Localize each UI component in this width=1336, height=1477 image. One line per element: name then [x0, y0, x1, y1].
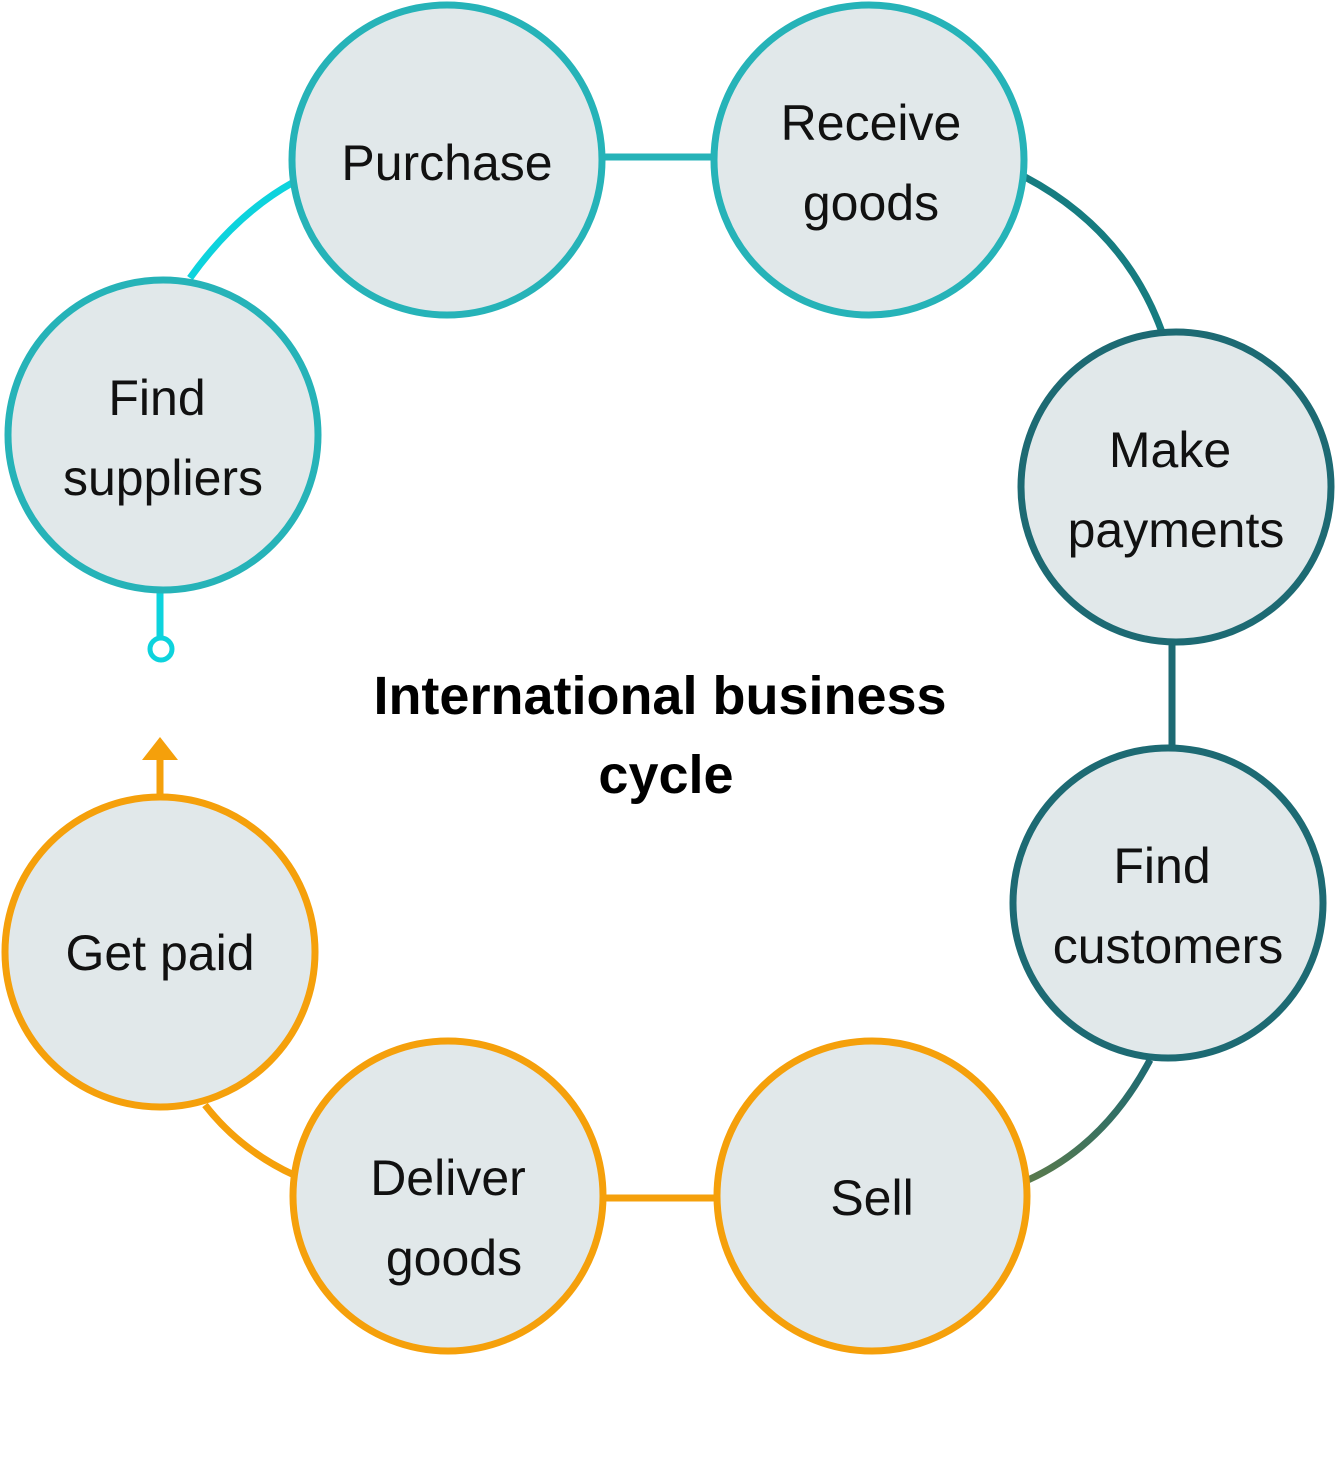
connectors [156, 153, 1176, 1202]
node-get-paid: Get paid [1, 793, 319, 1111]
node-deliver-goods: Deliver goods [289, 1037, 607, 1355]
connector-deliver-getpaid [202, 1102, 296, 1179]
node-label: goods [386, 1230, 522, 1286]
node-label: Find [108, 370, 205, 426]
node-label: suppliers [63, 450, 263, 506]
cycle-start-marker-icon [147, 635, 175, 663]
connector-receive-payments [1023, 173, 1166, 334]
node-label: Receive [781, 95, 962, 151]
node-label: goods [803, 175, 939, 231]
node-label: Make [1109, 422, 1231, 478]
arrowhead-icon [142, 737, 178, 760]
node-make-payments: Make payments [1017, 328, 1335, 646]
diagram-title-line1: International business [373, 666, 946, 726]
node-label: Find [1113, 838, 1210, 894]
node-receive-goods: Receive goods [710, 1, 1028, 319]
node-label: payments [1068, 502, 1285, 558]
node-label: Deliver [370, 1150, 526, 1206]
node-label: Purchase [341, 135, 552, 191]
node-purchase: Purchase [288, 1, 606, 319]
node-label: customers [1053, 918, 1284, 974]
node-label: Sell [830, 1170, 913, 1226]
connector-customers-sell [1026, 1058, 1154, 1184]
connector-suppliers-purchase [187, 179, 294, 281]
node-sell: Sell [713, 1037, 1031, 1355]
node-label: Get paid [65, 925, 254, 981]
node-find-suppliers: Find suppliers [4, 276, 322, 594]
node-find-customers: Find customers [1009, 744, 1327, 1062]
diagram-title-line2: cycle [598, 745, 733, 805]
